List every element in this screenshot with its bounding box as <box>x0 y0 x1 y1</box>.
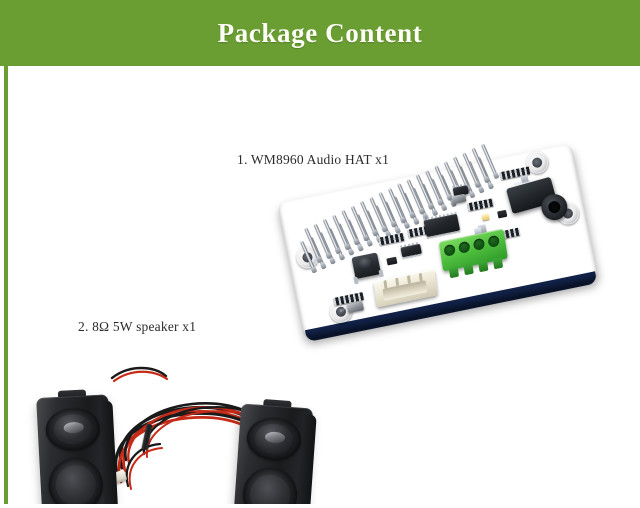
speaker-left <box>36 389 120 504</box>
terminal-port-4[interactable] <box>487 234 500 248</box>
item-1-caption: 1. WM8960 Audio HAT x1 <box>237 152 390 167</box>
small-ic-a <box>400 243 422 258</box>
terminal-port-1[interactable] <box>443 243 456 257</box>
header-banner-inner: Package Content <box>6 4 634 62</box>
terminal-foot-2 <box>463 263 474 276</box>
wm8960-audio-hat-photo: SPK WM8960 <box>270 132 610 357</box>
pcb-board: SPK WM8960 <box>277 143 599 343</box>
item-2-caption: 2. 8Ω 5W speaker x1 <box>78 319 197 334</box>
speaker-right <box>231 399 317 504</box>
header-banner: Package Content <box>0 0 640 66</box>
content-area: 1. WM8960 Audio HAT x1 2. 8Ω 5W speaker … <box>8 66 640 504</box>
terminal-foot-3 <box>478 260 489 273</box>
terminal-port-2[interactable] <box>458 240 471 254</box>
content-frame: 1. WM8960 Audio HAT x1 2. 8Ω 5W speaker … <box>4 66 640 504</box>
speaker-pair-photo <box>26 362 376 504</box>
terminal-foot-1 <box>448 266 460 279</box>
page-title: Package Content <box>217 17 423 48</box>
terminal-foot-4 <box>492 257 504 270</box>
terminal-port-3[interactable] <box>472 237 486 251</box>
